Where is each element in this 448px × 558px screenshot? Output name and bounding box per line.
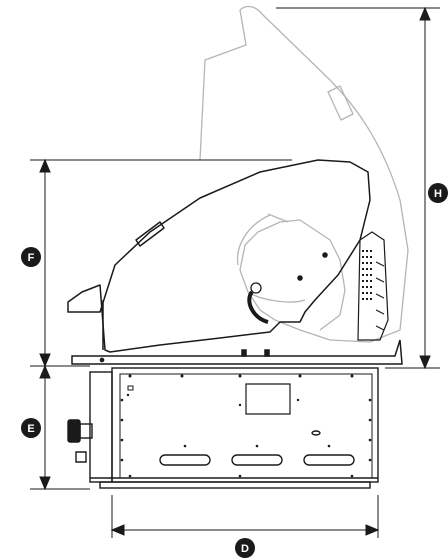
ghost-lid-handle: [327, 85, 354, 121]
svg-text:H: H: [434, 188, 442, 200]
slot-middle: [231, 454, 283, 466]
svg-text:D: D: [241, 543, 249, 555]
badge-d: D: [235, 538, 255, 558]
svg-text:F: F: [28, 252, 35, 264]
base-shelf: [71, 339, 403, 365]
badge-e: E: [21, 418, 41, 438]
tiny-square: [127, 385, 134, 391]
badge-h: H: [428, 183, 448, 203]
closed-lid: [67, 159, 371, 353]
badge-f: F: [21, 247, 41, 267]
svg-text:E: E: [27, 423, 34, 435]
lid-handle: [135, 221, 165, 247]
side-vent-panel: [357, 231, 389, 341]
burner-valve: [67, 419, 93, 463]
slot-right: [303, 454, 355, 466]
inset-panel: [245, 383, 291, 415]
lower-cabinet: [89, 367, 379, 489]
open-lid-ghost: [199, 5, 409, 343]
dimension-lines: [30, 6, 440, 538]
rivets: [120, 374, 372, 478]
side-knob: [247, 282, 269, 324]
slot-left: [159, 454, 211, 466]
vent-holes: [362, 250, 372, 300]
